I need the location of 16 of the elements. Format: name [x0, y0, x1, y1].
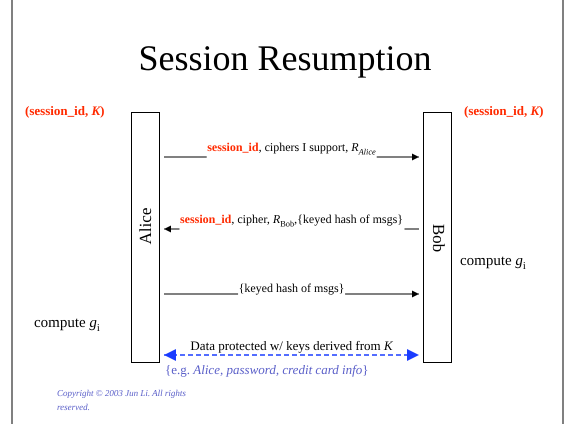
participant-name: Alice	[136, 207, 156, 244]
note-text: compute g$_{i}$	[34, 315, 100, 334]
lifeline-bar	[131, 112, 160, 363]
message-label: Data protected w/ keys derived from K	[189, 339, 394, 352]
message-label: session_id, ciphers I support, R$_{Alice}$	[206, 141, 377, 158]
message-label: session_id, cipher, R$_{Bob}$,{keyed hash of msgs}	[178, 213, 404, 230]
copyright-text: Copyright © 2003 Jun Li. All rights reserved.	[57, 387, 187, 414]
participant-name: Bob	[428, 223, 448, 252]
message-label: {keyed hash of msgs}	[238, 282, 346, 295]
state-label: (session_id, K)	[25, 103, 104, 119]
slide-title: Session Resumption	[137, 38, 433, 78]
lifeline-bar	[423, 112, 452, 363]
note-text: {e.g. Alice, password, credit card info}	[165, 362, 368, 378]
message-arrow	[164, 349, 419, 361]
note-text: compute g$_{i}$	[460, 253, 526, 272]
state-label: (session_id, K)	[464, 103, 544, 119]
